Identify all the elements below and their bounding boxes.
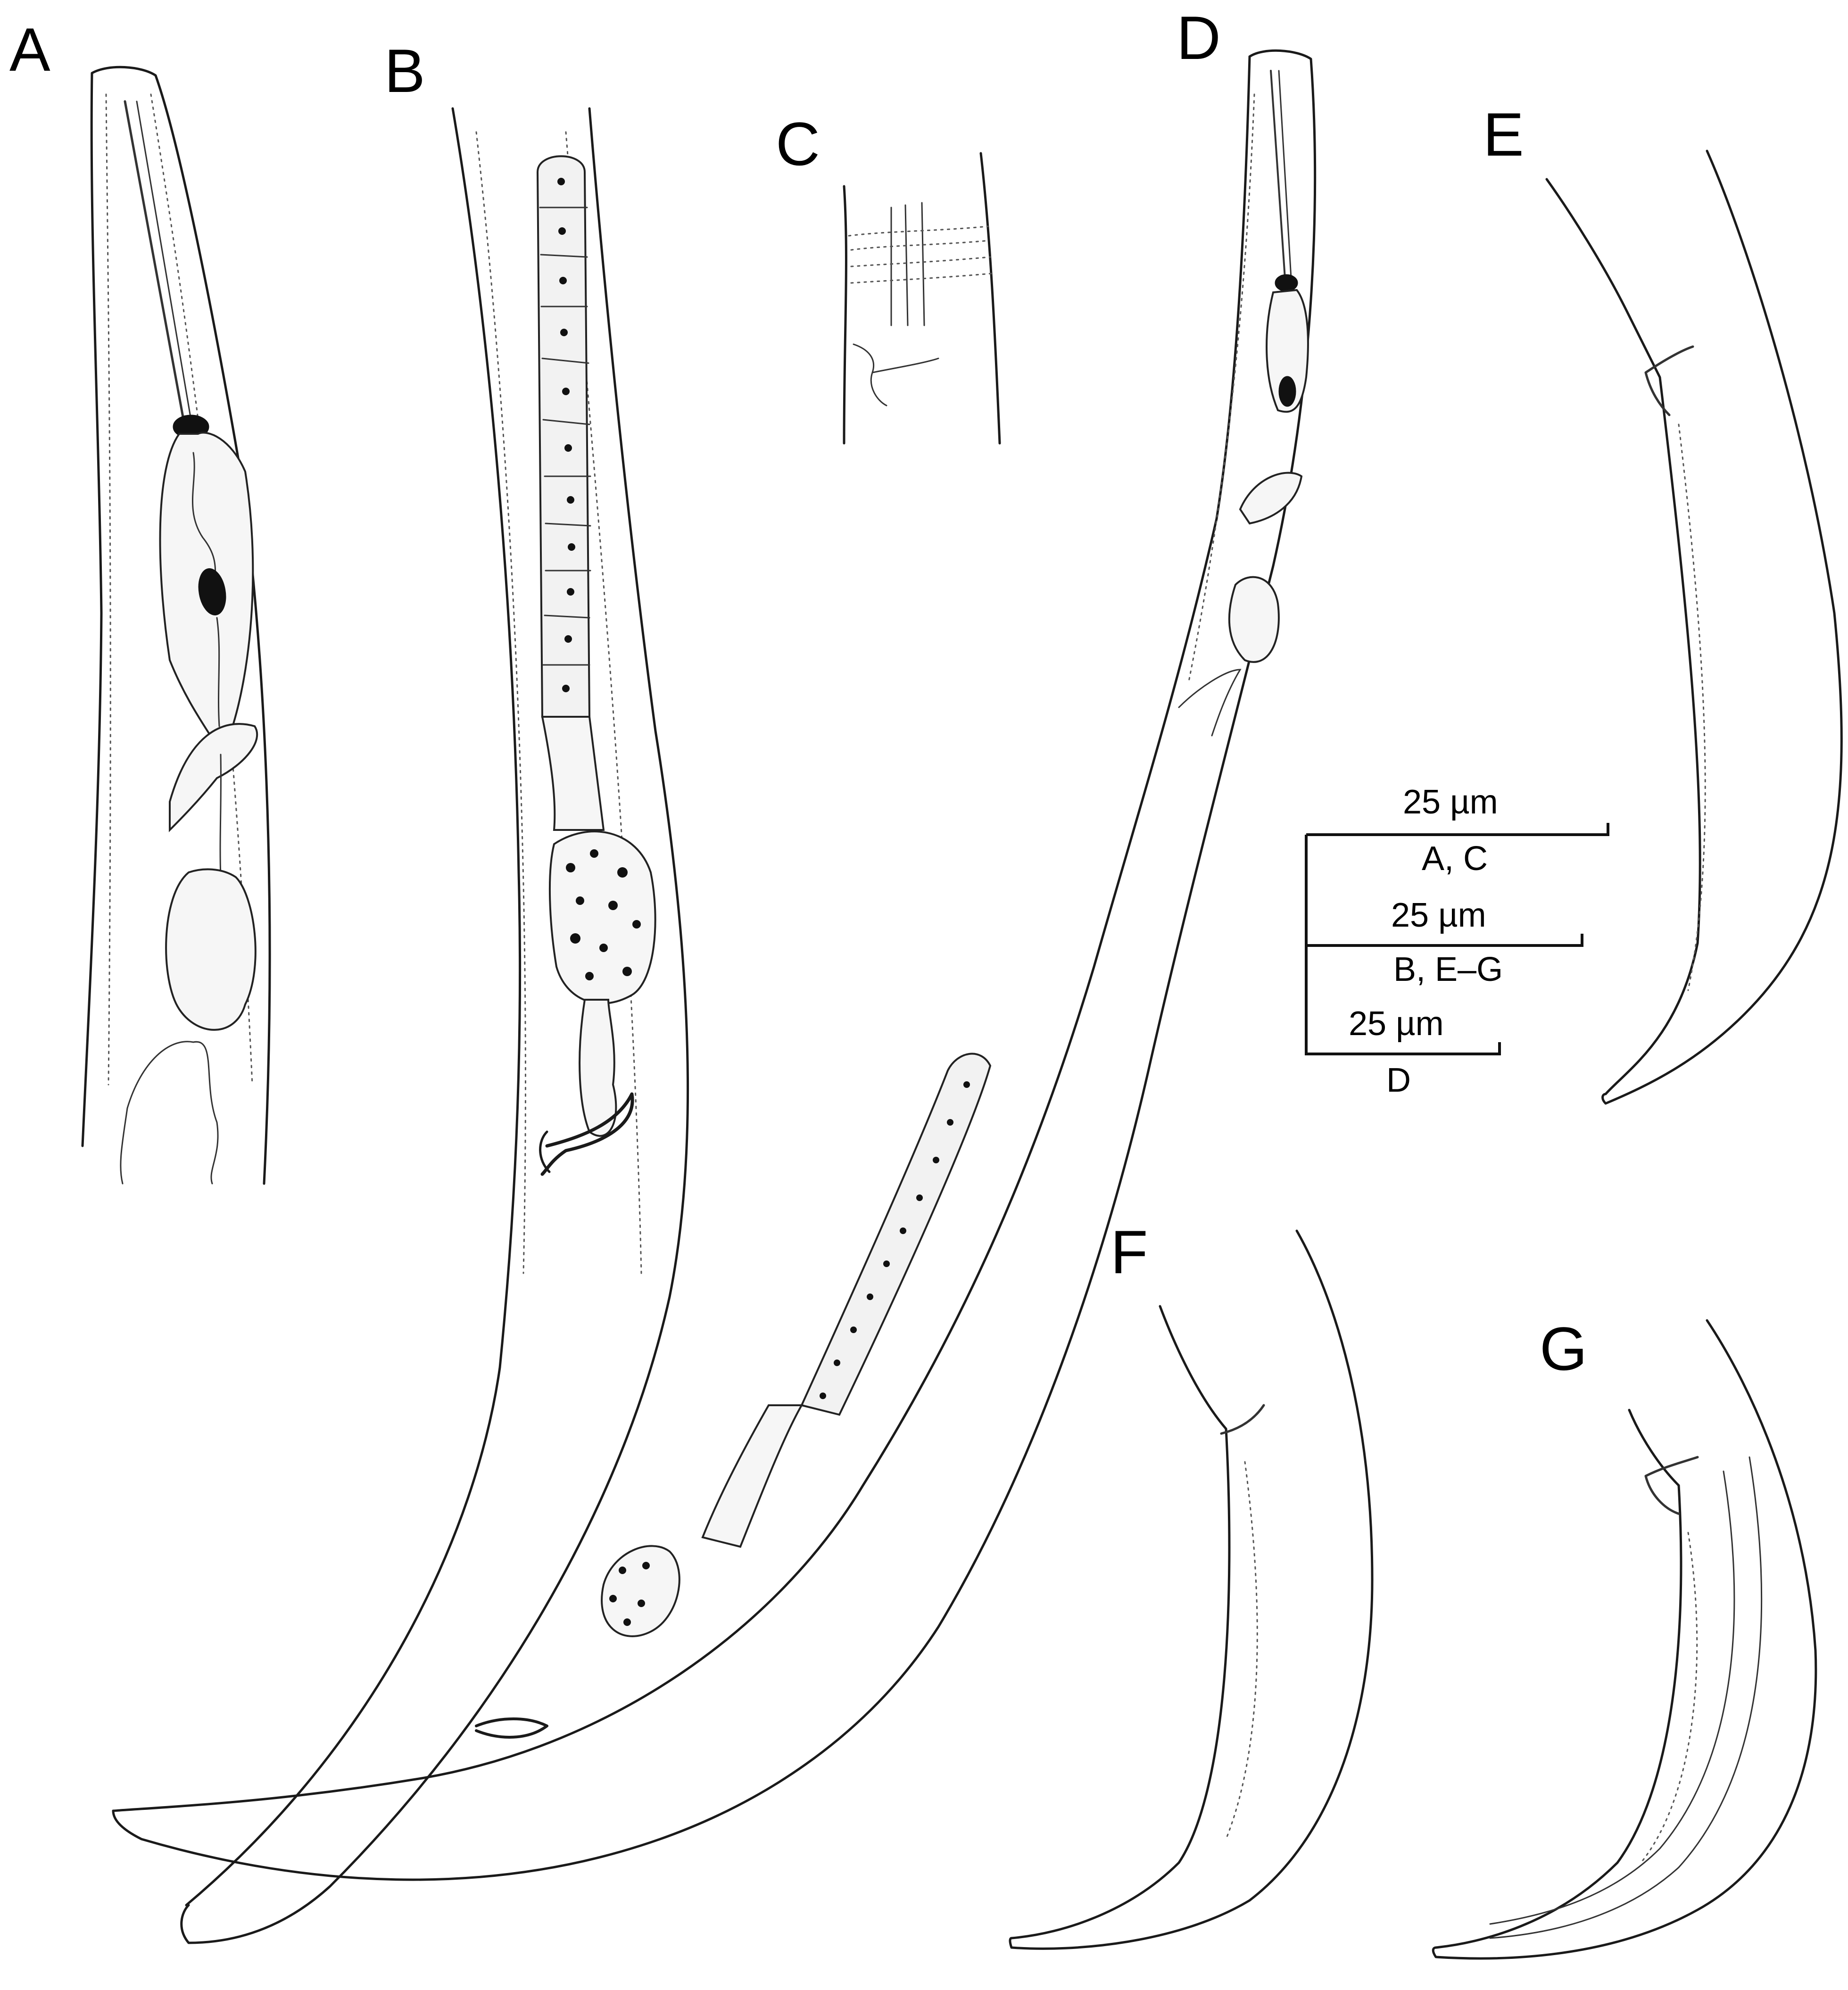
scale-bar-group: 25 µm A, C 25 µm B, E–G 25 µm D [1305,783,1609,1099]
scale-bar-length-1: 25 µm [1403,783,1498,821]
panel-b-drawing [180,107,689,1944]
scale-bar-panels-1: A, C [1422,840,1488,878]
panel-d-drawing [112,49,1317,1881]
panel-label-a: A [9,15,50,84]
scale-bar-length-2: 25 µm [1391,896,1486,934]
panel-f-drawing [1009,1229,1374,1950]
scale-bar-panels-2: B, E–G [1393,951,1503,988]
panel-g-drawing [1432,1319,1817,1960]
oocyte-nuclei [557,178,575,692]
ovary-nuclei [820,1081,970,1399]
scale-bar-length-3: 25 µm [1349,1005,1444,1043]
scale-bar-line-1 [1306,823,1609,836]
scale-bar-panels-3: D [1386,1061,1411,1099]
panel-c-drawing [843,152,1001,445]
panel-a-drawing [81,66,271,1185]
panel-label-b: B [384,36,425,105]
scale-bar-line-3 [1305,835,1501,1055]
panel-label-e: E [1483,100,1524,169]
panel-label-d: D [1177,3,1221,72]
scale-bar-line-2 [1306,934,1583,947]
d-spermatheca-sperm [609,1562,650,1626]
spermatheca-sperm [566,849,641,980]
panel-e-drawing [1545,149,1843,1105]
panel-label-g: G [1540,1314,1587,1383]
panel-label-f: F [1110,1218,1148,1286]
panel-label-c: C [776,109,820,178]
